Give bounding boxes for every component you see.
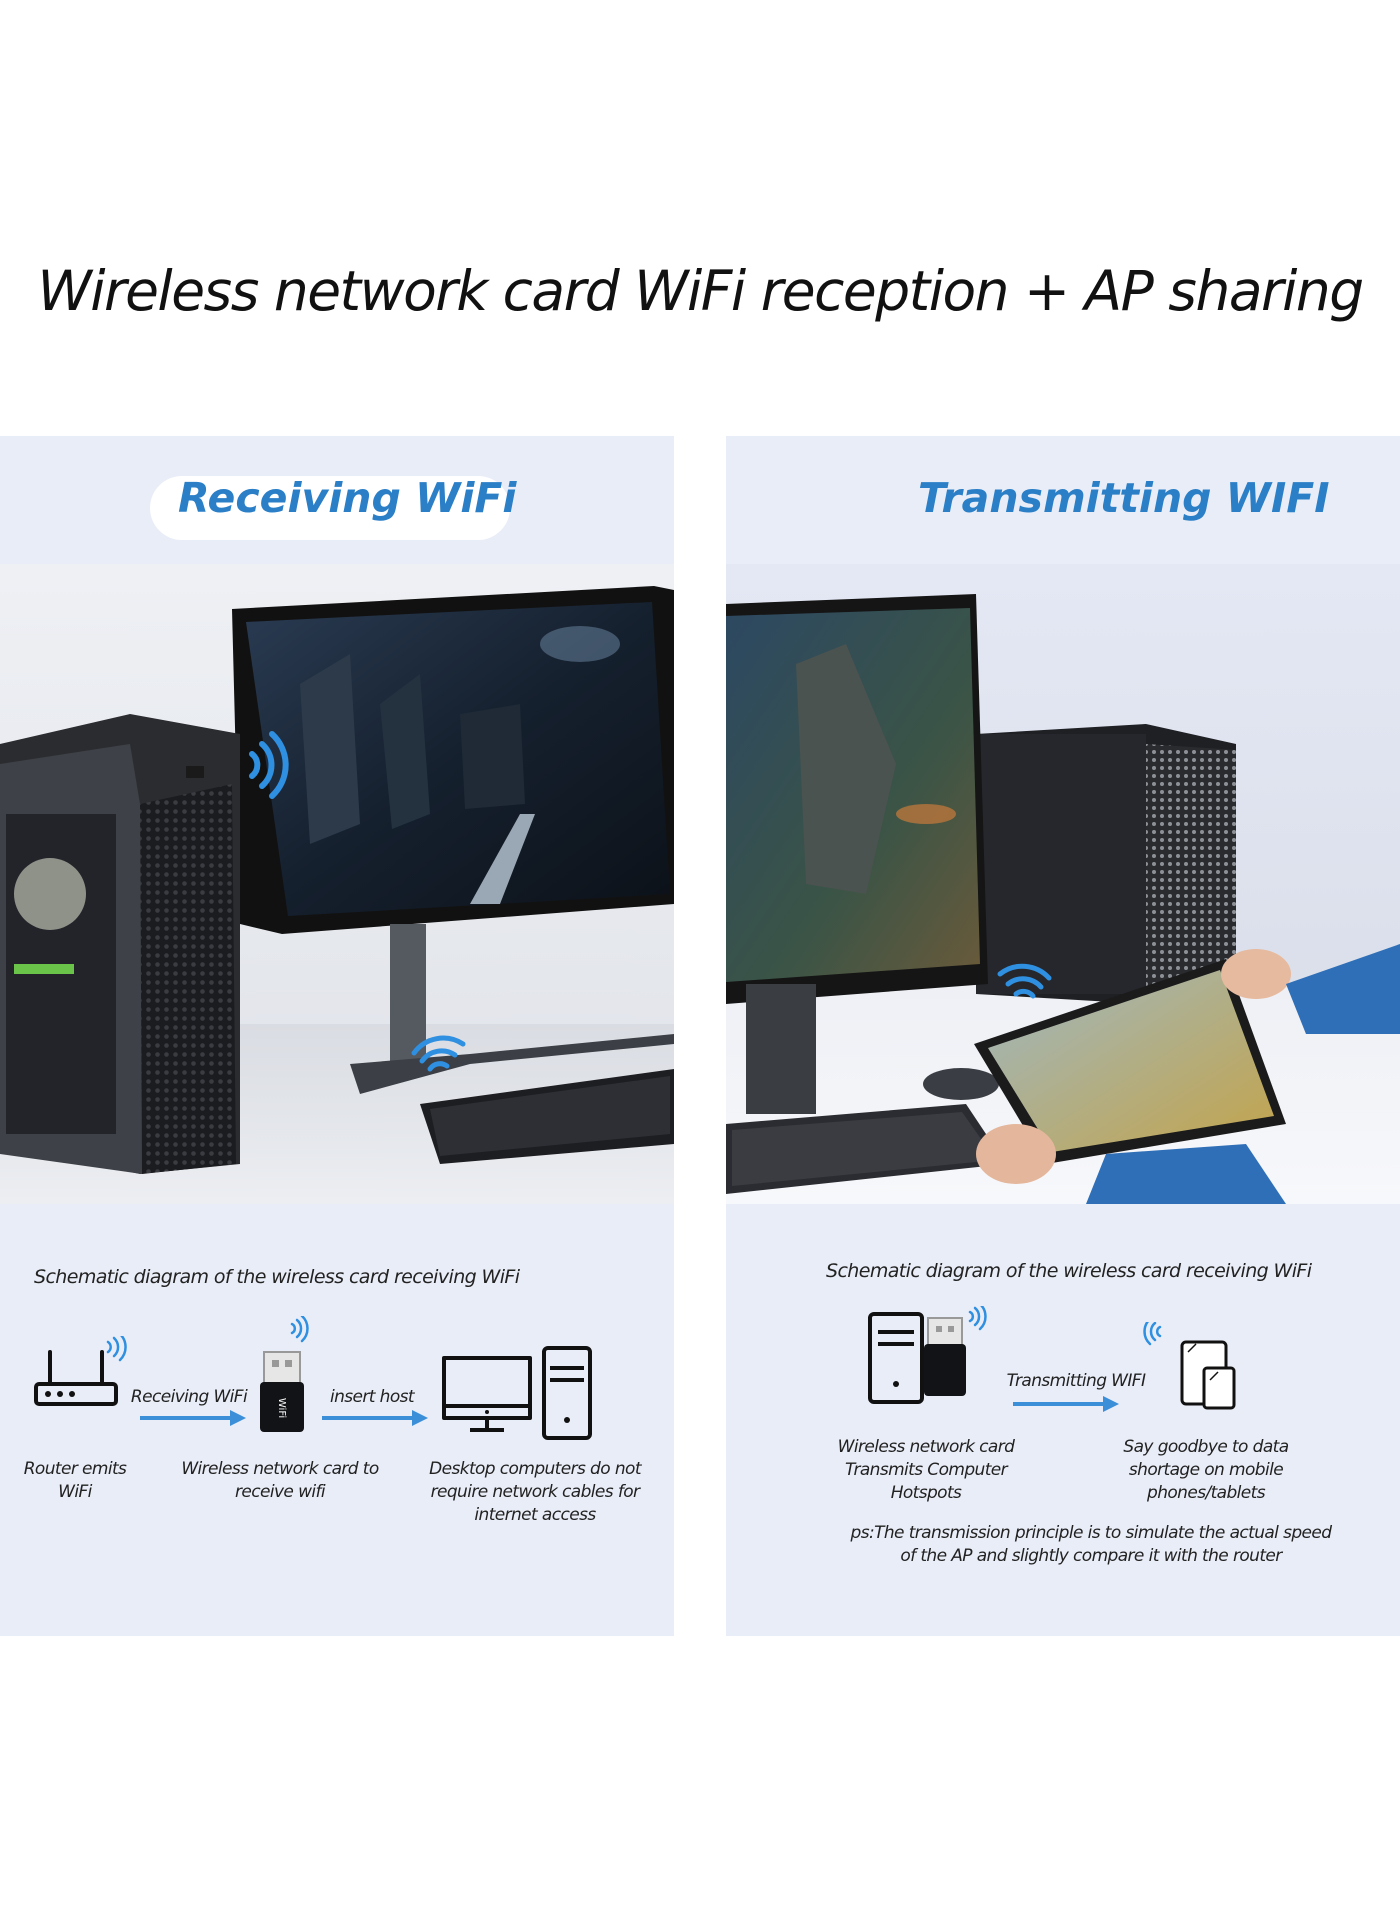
receiving-panel: Receiving WiFi (0, 436, 674, 1636)
arrow-right-icon (1013, 1396, 1119, 1412)
arrow1-label: Receiving WiFi (130, 1387, 248, 1407)
device-label: Say goodbye to data shortage on mobile p… (1123, 1437, 1289, 1503)
receiving-heading: Receiving WiFi (178, 474, 517, 522)
pc-tablet-photo (726, 564, 1400, 1204)
phone-tablet-icon (1143, 1322, 1236, 1410)
page-title: Wireless network card WiFi reception + A… (37, 259, 1364, 323)
card-label: Wireless network card to receive wifi (181, 1459, 379, 1502)
ps-note: ps:The transmission principle is to simu… (850, 1523, 1333, 1566)
desktop-computer-icon (442, 1346, 592, 1440)
transmit-arrow-label: Transmitting WIFI (1006, 1371, 1146, 1391)
transmit-card-label: Wireless network card Transmits Computer… (837, 1437, 1015, 1503)
transmitting-heading: Transmitting WIFI (918, 474, 1330, 522)
right-caption: Schematic diagram of the wireless card r… (826, 1260, 1312, 1282)
desktop-label: Desktop computers do not require network… (429, 1459, 641, 1525)
transmitting-panel: Transmitting WIFI (726, 436, 1400, 1636)
arrow2-label: insert host (330, 1387, 415, 1407)
arrow-right-icon (140, 1410, 246, 1426)
adapter-text: WiFi (276, 1398, 287, 1418)
arrow-right-icon (322, 1410, 428, 1426)
pc-tower-icon (868, 1306, 987, 1404)
router-label: Router emits WiFi (23, 1459, 127, 1502)
heading-pill (150, 476, 510, 540)
desktop-pc-photo (0, 564, 674, 1204)
wifi-adapter-icon: WiFi (260, 1316, 309, 1432)
router-icon (34, 1336, 127, 1406)
left-caption: Schematic diagram of the wireless card r… (34, 1266, 520, 1288)
